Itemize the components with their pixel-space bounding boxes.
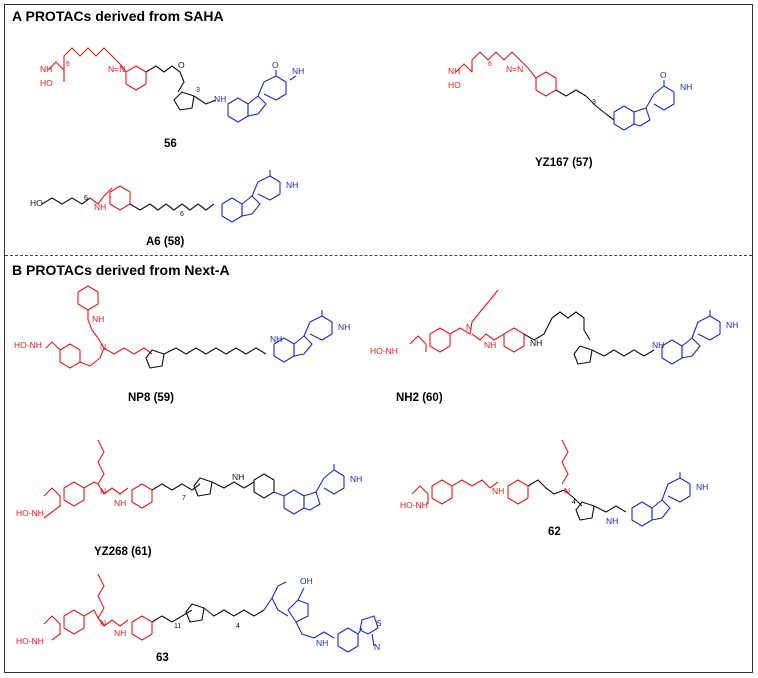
atom-label: NH (484, 340, 496, 350)
atom-subscript: 6 (84, 195, 88, 202)
atom-label: HO-NH (16, 508, 44, 518)
structure-yz167 (455, 51, 675, 131)
compound-label-56: 56 (164, 138, 177, 150)
atom-label: HO-NH (400, 500, 428, 510)
structure-56 (47, 47, 297, 123)
compound-label-nh2: NH2 (60) (396, 392, 443, 404)
atom-label: NH (338, 322, 350, 332)
atom-label: NH (114, 498, 126, 508)
atom-subscript: 3 (592, 99, 596, 106)
atom-label: OH (300, 576, 313, 586)
structure-a6 (41, 170, 281, 223)
atom-label: N=N (506, 64, 523, 74)
atom-label: N (100, 486, 106, 496)
atom-label: NH (92, 314, 104, 324)
atom-label: NH (316, 638, 328, 648)
atom-subscript: 6 (180, 211, 184, 218)
structure-63 (43, 573, 379, 653)
atom-subscript: 3 (196, 87, 200, 94)
atom-subscript: 6 (66, 61, 70, 68)
atom-label: HO (30, 198, 43, 208)
atom-label: NH (696, 482, 708, 492)
atom-label: N (374, 642, 380, 652)
atom-label: NH (292, 66, 304, 76)
atom-label: NH (726, 320, 738, 330)
compound-label-63: 63 (156, 652, 169, 664)
atom-label: S (376, 618, 382, 628)
structure-62 (411, 439, 691, 527)
atom-label: HO (40, 78, 53, 88)
atom-label: N (564, 486, 570, 496)
atom-subscript: 7 (182, 495, 186, 502)
atom-label: O (272, 60, 279, 70)
atom-label: NH (232, 472, 244, 482)
atom-label: NH (114, 628, 126, 638)
section-divider (5, 255, 752, 256)
atom-label: NH (606, 516, 618, 526)
atom-label: NH (350, 474, 362, 484)
atom-label: NH (94, 202, 106, 212)
atom-subscript: 6 (488, 61, 492, 68)
atom-label: N (100, 618, 106, 628)
atom-label: N=N (108, 64, 125, 74)
section-a-title: A PROTACs derived from SAHA (12, 8, 224, 24)
compound-label-yz268: YZ268 (61) (94, 546, 152, 558)
section-b-title: B PROTACs derived from Next-A (12, 262, 230, 278)
compound-label-62: 62 (548, 526, 561, 538)
atom-label: HO-NH (14, 340, 42, 350)
atom-label: NH (492, 486, 504, 496)
atom-label: NH (214, 94, 226, 104)
figure-frame (4, 4, 753, 673)
atom-label: O (660, 70, 667, 80)
compound-label-np8: NP8 (59) (128, 392, 175, 404)
atom-subscript: 11 (174, 623, 181, 630)
atom-label: NH (652, 340, 664, 350)
atom-label: HO-NH (16, 636, 44, 646)
atom-subscript: 4 (236, 623, 240, 630)
atom-label: HO-NH (370, 346, 398, 356)
atom-label: NH (448, 66, 460, 76)
compound-label-a6: A6 (58) (146, 236, 185, 248)
structure-nh2 (409, 289, 721, 365)
compound-label-yz167: YZ167 (57) (535, 157, 593, 169)
atom-label: HO (448, 80, 461, 90)
atom-label: NH (680, 82, 692, 92)
atom-label: NH (286, 180, 298, 190)
atom-label: N (100, 342, 106, 352)
structure-yz268 (43, 439, 345, 519)
atom-subscript: 4 (572, 499, 576, 506)
atom-label: O (178, 60, 185, 70)
atom-label: N (466, 322, 472, 332)
atom-label: NH (40, 64, 52, 74)
atom-label: NH (270, 334, 282, 344)
structure-np8 (45, 285, 333, 369)
atom-label: NH (530, 338, 542, 348)
